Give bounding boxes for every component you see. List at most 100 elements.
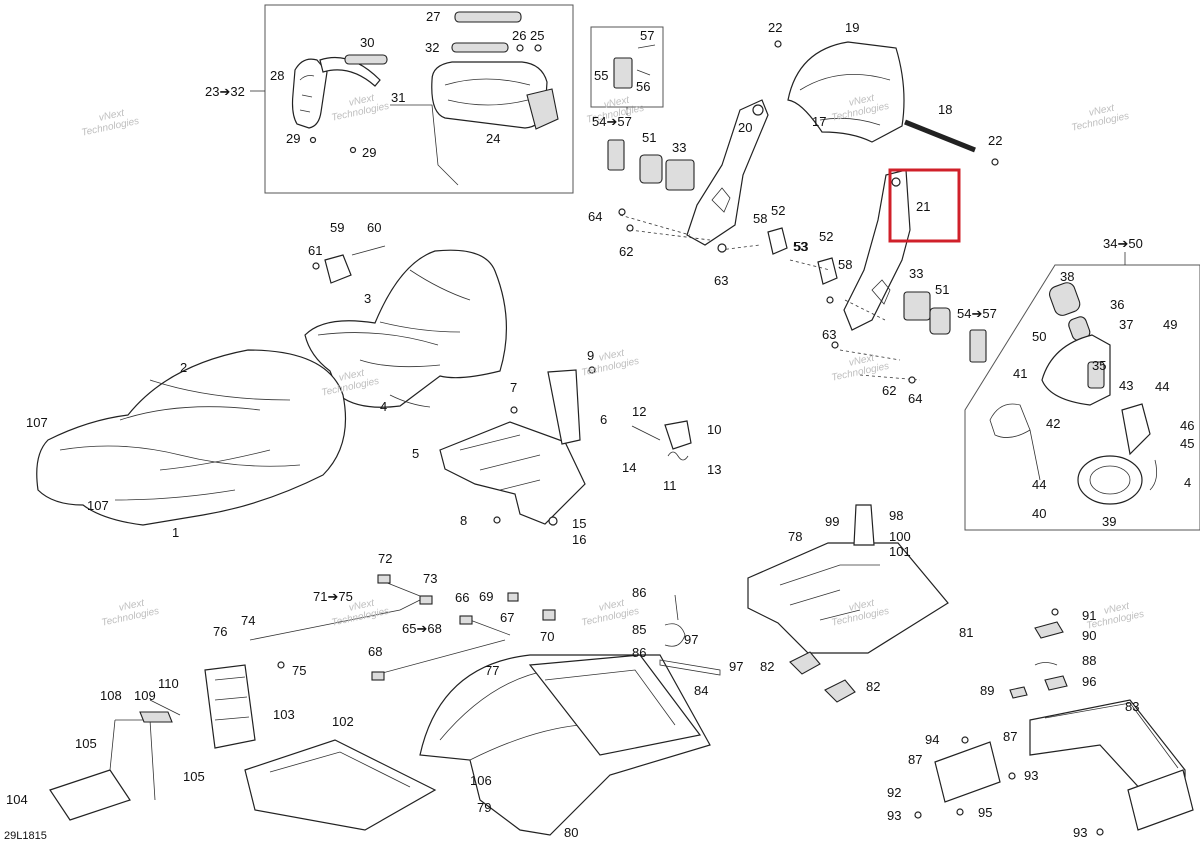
- inset-box-34-50: [964, 252, 1200, 531]
- callout-7: 7: [510, 380, 517, 395]
- callout-43: 43: [1119, 378, 1133, 393]
- callout-94: 94: [925, 732, 939, 747]
- callout-29: 29: [362, 145, 376, 160]
- callout-4: 4: [380, 399, 387, 414]
- callout-3: 3: [364, 291, 371, 306]
- group-label: 65➔68: [402, 621, 442, 636]
- callout-64: 64: [908, 391, 922, 406]
- callout-82: 82: [866, 679, 880, 694]
- callout-106: 106: [470, 773, 492, 788]
- callout-52: 52: [771, 203, 785, 218]
- callout-70: 70: [540, 629, 554, 644]
- callout-63: 63: [714, 273, 728, 288]
- callout-46: 46: [1180, 418, 1194, 433]
- callout-85: 85: [632, 622, 646, 637]
- callout-27: 27: [426, 9, 440, 24]
- callout-109: 109: [134, 688, 156, 703]
- callout-97: 97: [729, 659, 743, 674]
- luggage-plate: [747, 504, 949, 703]
- bracket-59: [312, 245, 386, 284]
- callout-96: 96: [1082, 674, 1096, 689]
- watermark-text: vNext: [598, 347, 626, 363]
- callout-4: 4: [1184, 475, 1191, 490]
- callout-73: 73: [423, 571, 437, 586]
- group-label: 54➔57: [957, 306, 997, 321]
- callout-38: 38: [1060, 269, 1074, 284]
- callout-5: 5: [412, 446, 419, 461]
- callout-97: 97: [684, 632, 698, 647]
- callout-33: 33: [672, 140, 686, 155]
- trunk: [419, 654, 711, 836]
- callout-67: 67: [500, 610, 514, 625]
- callout-66: 66: [455, 590, 469, 605]
- callout-110: 110: [158, 676, 179, 691]
- callout-53: 53: [794, 239, 808, 254]
- callout-36: 36: [1110, 297, 1124, 312]
- callout-22: 22: [768, 20, 782, 35]
- callout-42: 42: [1046, 416, 1060, 431]
- callout-16: 16: [572, 532, 586, 547]
- callout-55: 55: [594, 68, 608, 83]
- callout-107: 107: [87, 498, 109, 513]
- watermark-text: vNext: [338, 367, 366, 383]
- watermark-text: vNext: [603, 94, 631, 110]
- callout-92: 92: [887, 785, 901, 800]
- backrest-assembly: [607, 40, 999, 384]
- callout-86: 86: [632, 645, 646, 660]
- callout-60: 60: [367, 220, 381, 235]
- watermark-text: vNext: [118, 597, 146, 613]
- callout-61: 61: [308, 243, 322, 258]
- callout-105: 105: [183, 769, 205, 784]
- callout-13: 13: [707, 462, 721, 477]
- callout-41: 41: [1013, 366, 1027, 381]
- callout-89: 89: [980, 683, 994, 698]
- watermark-text: vNext: [348, 92, 376, 108]
- callout-101: 101: [889, 544, 911, 559]
- watermark-text: vNext: [598, 597, 626, 613]
- callout-64: 64: [588, 209, 602, 224]
- group-label: 23➔32: [205, 84, 245, 99]
- inset-box-23-32: [250, 4, 574, 194]
- callout-68: 68: [368, 644, 382, 659]
- callout-75: 75: [292, 663, 306, 678]
- callout-15: 15: [572, 516, 586, 531]
- callout-88: 88: [1082, 653, 1096, 668]
- group-label: 34➔50: [1103, 236, 1143, 251]
- callout-80: 80: [564, 825, 578, 840]
- watermark-text: vNext: [348, 597, 376, 613]
- bottom-left-parts: [49, 664, 437, 831]
- callout-83: 83: [1125, 699, 1139, 714]
- group-label: 71➔75: [313, 589, 353, 604]
- callout-57: 57: [640, 28, 654, 43]
- callout-82: 82: [760, 659, 774, 674]
- highlight-box-21: [888, 168, 961, 243]
- callout-20: 20: [738, 120, 752, 135]
- watermark-text: vNext: [1103, 600, 1131, 616]
- inset-box-55-57: [590, 26, 664, 115]
- callout-12: 12: [632, 404, 646, 419]
- callout-21: 21: [916, 199, 930, 214]
- watermark-text: vNext: [848, 352, 876, 368]
- callout-104: 104: [6, 792, 28, 807]
- rear-seat: [304, 249, 508, 408]
- callout-37: 37: [1119, 317, 1133, 332]
- front-seat: [36, 349, 347, 526]
- callout-51: 51: [642, 130, 656, 145]
- callout-98: 98: [889, 508, 903, 523]
- callout-108: 108: [100, 688, 122, 703]
- watermark-text: vNext: [1088, 102, 1116, 118]
- callout-93: 93: [887, 808, 901, 823]
- callout-50: 50: [1032, 329, 1046, 344]
- group-label: 54➔57: [592, 114, 632, 129]
- callout-33: 33: [909, 266, 923, 281]
- callout-17: 17: [812, 114, 826, 129]
- callout-6: 6: [600, 412, 607, 427]
- callout-87: 87: [1003, 729, 1017, 744]
- callout-58: 58: [753, 211, 767, 226]
- watermark-text: vNext: [848, 597, 876, 613]
- callout-86: 86: [632, 585, 646, 600]
- callout-107: 107: [26, 415, 48, 430]
- callout-44: 44: [1155, 379, 1169, 394]
- callout-11: 11: [663, 478, 677, 493]
- callout-45: 45: [1180, 436, 1194, 451]
